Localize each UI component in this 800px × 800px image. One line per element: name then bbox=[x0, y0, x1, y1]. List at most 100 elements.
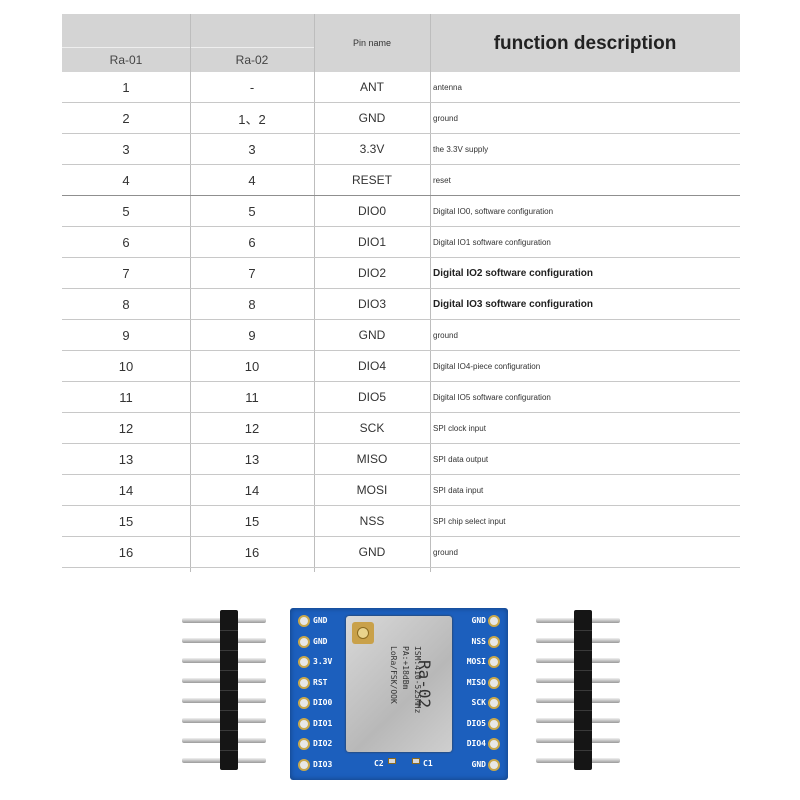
cell-function: Digital IO1 software configuration bbox=[433, 237, 551, 247]
header-segment bbox=[574, 750, 592, 751]
cell-ra01: 3 bbox=[122, 141, 130, 157]
header-segment bbox=[220, 730, 238, 731]
pin-label-right: DIO5 bbox=[466, 718, 486, 728]
cell-pin-name: GND bbox=[358, 545, 386, 559]
column-divider bbox=[190, 14, 191, 572]
pin-label-left: GND bbox=[313, 636, 328, 646]
cell-ra02: 9 bbox=[248, 327, 256, 343]
cell-pin-name: ANT bbox=[360, 80, 384, 94]
cell-pin-name: DIO0 bbox=[357, 204, 386, 218]
cell-function: Digital IO2 software configuration bbox=[433, 267, 594, 279]
pinout-table: Ra-01 Ra-02 Pin name function descriptio… bbox=[62, 14, 740, 572]
capacitor-c2 bbox=[388, 758, 396, 764]
header-segment bbox=[574, 690, 592, 691]
header-segment bbox=[574, 710, 592, 711]
pin-label-right: GND bbox=[471, 616, 486, 625]
cell-ra01: 16 bbox=[118, 544, 134, 560]
solder-pad bbox=[298, 697, 310, 709]
solder-pad bbox=[298, 758, 310, 771]
cell-ra02: 3 bbox=[248, 141, 256, 157]
header-pin-name: Pin name bbox=[352, 38, 392, 48]
cell-pin-name: 3.3V bbox=[359, 142, 385, 156]
cell-function: Digital IO3 software configuration bbox=[433, 298, 594, 310]
rf-shield-can: Ra-02 ISM:410-525MHz PA:+18dBm LoRa/FSK/… bbox=[346, 616, 452, 752]
pin-header-right bbox=[530, 610, 680, 770]
table-row: 7 7 DIO2 Digital IO2 software configuration bbox=[62, 258, 740, 289]
cell-ra02: 16 bbox=[244, 544, 260, 560]
cell-ra02: 8 bbox=[248, 296, 256, 312]
cell-function: Digital IO0, software configuration bbox=[433, 206, 554, 216]
pin-label-right: SCK bbox=[471, 698, 486, 707]
header-plastic bbox=[220, 610, 238, 770]
chip-spec-modulation: LoRa/FSK/OOK bbox=[389, 646, 398, 704]
pin-label-right: GND bbox=[471, 759, 486, 769]
solder-pad bbox=[488, 656, 500, 668]
cell-pin-name: SCK bbox=[359, 421, 385, 435]
table-row: 16 16 GND ground bbox=[62, 537, 740, 568]
cell-ra02: 14 bbox=[244, 482, 260, 498]
cell-function: ground bbox=[433, 330, 458, 340]
pin-label-left: DIO1 bbox=[313, 718, 333, 728]
solder-pad bbox=[488, 615, 500, 627]
cell-pin-name: GND bbox=[358, 111, 386, 125]
cell-ra01: 9 bbox=[122, 327, 130, 343]
pin-label-left: RST bbox=[313, 677, 328, 687]
cell-ra02: 15 bbox=[244, 513, 260, 529]
cell-ra02: 5 bbox=[248, 203, 256, 219]
header-segment bbox=[220, 650, 238, 651]
cell-function: Digital IO5 software configuration bbox=[433, 392, 551, 402]
cell-function: antenna bbox=[433, 82, 462, 92]
header-ra01: Ra-01 bbox=[62, 48, 190, 72]
solder-pad bbox=[298, 635, 310, 648]
cell-ra01: 4 bbox=[122, 172, 130, 188]
column-divider bbox=[314, 14, 315, 572]
header-segment bbox=[220, 710, 238, 711]
pin-label-right: MISO bbox=[466, 677, 486, 687]
cell-pin-name: NSS bbox=[359, 514, 385, 528]
cell-ra02: 12 bbox=[244, 420, 260, 436]
cell-ra02: - bbox=[249, 79, 255, 95]
cell-pin-name: MOSI bbox=[356, 483, 388, 497]
cell-ra02: 11 bbox=[245, 389, 259, 405]
pin-label-right: MOSI bbox=[466, 657, 486, 666]
cell-ra01: 8 bbox=[122, 296, 130, 312]
cap-label-c2: C2 bbox=[374, 759, 384, 768]
pin-label-left: 3.3V bbox=[313, 657, 333, 666]
ufl-antenna-connector bbox=[352, 622, 374, 644]
solder-pad bbox=[298, 615, 310, 627]
solder-pad bbox=[298, 656, 310, 668]
cell-ra01: 12 bbox=[118, 420, 134, 436]
cell-ra01: 7 bbox=[122, 265, 130, 281]
header-ra02: Ra-02 bbox=[190, 48, 314, 72]
cell-pin-name: RESET bbox=[351, 173, 392, 187]
cell-pin-name: DIO5 bbox=[357, 390, 386, 404]
cell-ra02: 13 bbox=[244, 451, 260, 467]
pin-label-right: NSS bbox=[471, 636, 486, 646]
cell-function: ground bbox=[433, 113, 458, 123]
cell-function: ground bbox=[433, 547, 458, 557]
cell-function: reset bbox=[433, 175, 451, 185]
cell-ra02: 7 bbox=[248, 265, 256, 281]
cap-label-c1: C1 bbox=[423, 759, 433, 768]
header-segment bbox=[220, 670, 238, 671]
cell-function: Digital IO4-piece configuration bbox=[433, 361, 541, 371]
cell-ra01: 6 bbox=[122, 234, 130, 250]
cell-pin-name: DIO4 bbox=[357, 359, 386, 373]
solder-pad bbox=[298, 676, 310, 689]
cell-pin-name: DIO2 bbox=[357, 266, 386, 280]
cell-pin-name: DIO1 bbox=[357, 235, 386, 249]
board-photo: Ra-02 ISM:410-525MHz PA:+18dBm LoRa/FSK/… bbox=[0, 590, 800, 790]
header-segment bbox=[574, 650, 592, 651]
cell-function: SPI data input bbox=[433, 485, 484, 495]
cell-ra01: 10 bbox=[118, 358, 134, 374]
